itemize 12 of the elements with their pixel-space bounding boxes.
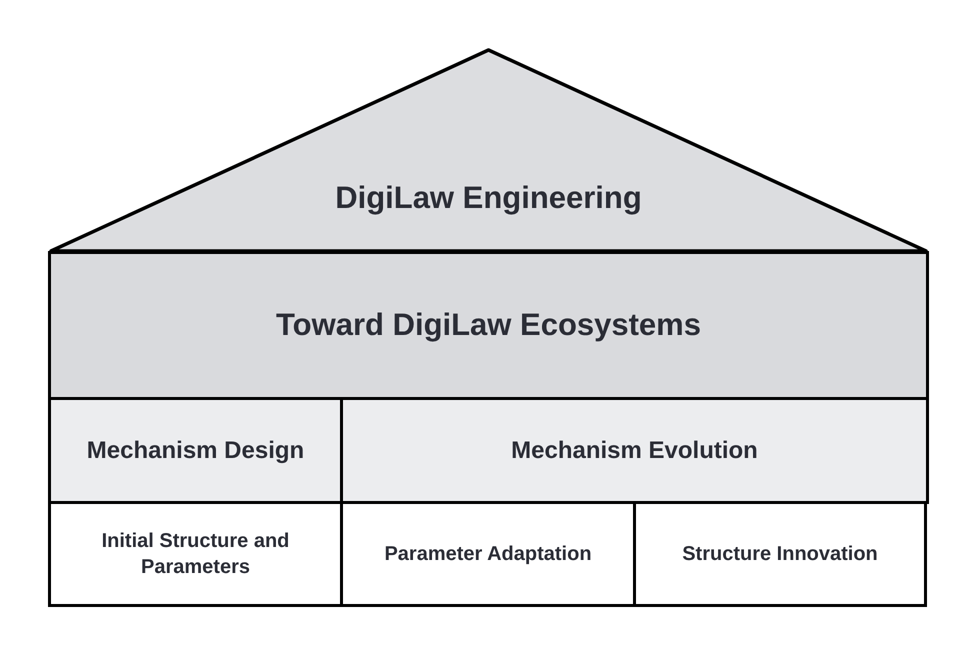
roof-label: DigiLaw Engineering	[335, 179, 642, 218]
band	[48, 251, 929, 400]
box-label: Structure Innovation	[682, 542, 878, 567]
pillar	[48, 501, 343, 607]
box-label: Toward DigiLaw Ecosystems	[276, 306, 701, 344]
box-label: Parameter Adaptation	[384, 542, 592, 567]
column-header	[48, 397, 343, 504]
box-label: Mechanism Evolution	[511, 436, 758, 466]
column-header	[340, 397, 929, 504]
box-label: Initial Structure and Parameters	[100, 529, 290, 580]
box-label: Mechanism Design	[86, 436, 304, 466]
pillar	[633, 501, 927, 607]
